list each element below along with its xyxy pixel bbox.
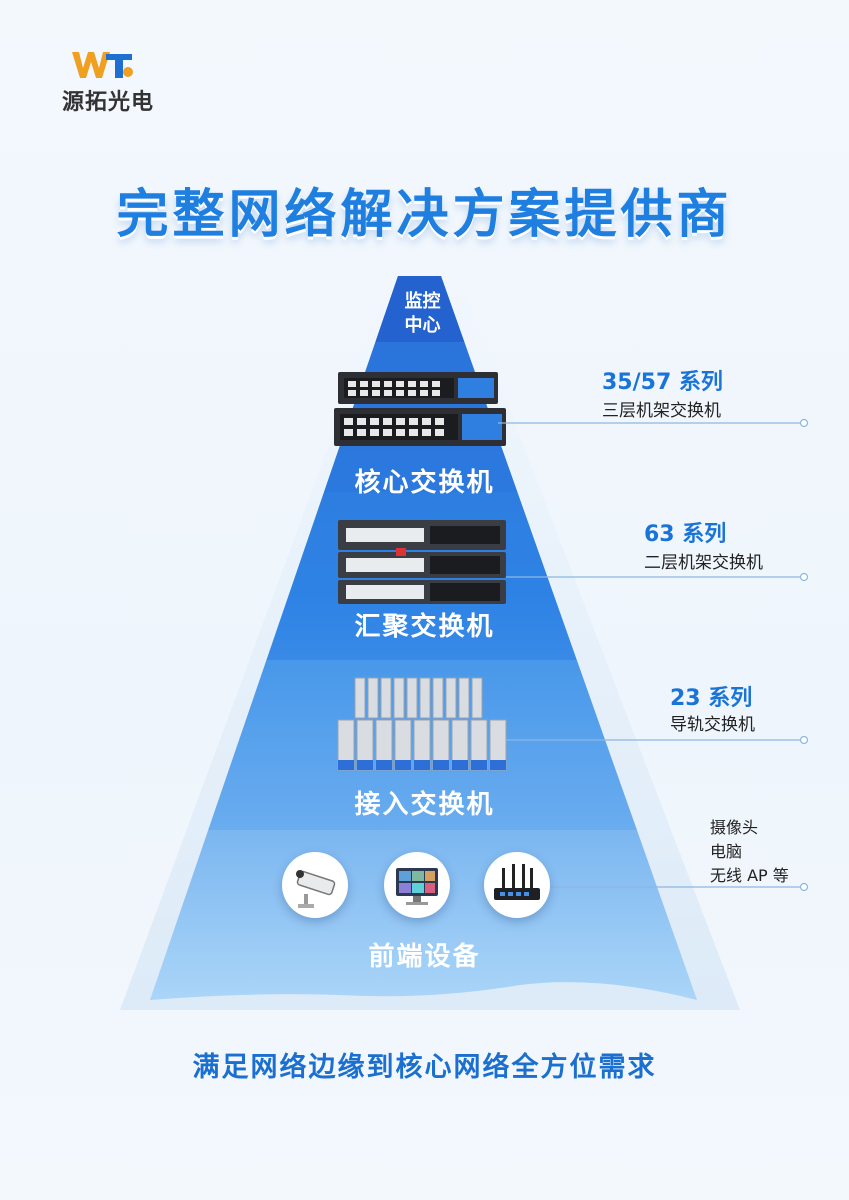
tier-label-aggregation: 汇聚交换机 xyxy=(354,612,495,642)
access-series-title: 23 系列 xyxy=(670,686,753,711)
access-series-subtitle: 导轨交换机 xyxy=(670,715,755,735)
device-line-computer: 电脑 xyxy=(710,842,743,861)
brand-logo: 源拓光电 xyxy=(62,48,162,118)
tier-label-access: 接入交换机 xyxy=(354,790,495,820)
brand-logo-mark xyxy=(72,52,133,78)
monitor-icon xyxy=(384,852,450,918)
core-series-subtitle: 三层机架交换机 xyxy=(602,401,721,421)
brand-name: 源拓光电 xyxy=(62,90,155,115)
surveillance-camera-icon xyxy=(282,852,348,918)
apex-label-line2: 中心 xyxy=(404,315,441,336)
apex-label-line1: 监控 xyxy=(404,291,441,312)
wireless-router-icon xyxy=(484,852,550,918)
tier-label-frontend: 前端设备 xyxy=(368,942,481,972)
core-switch-stack xyxy=(334,372,506,446)
pyramid-body xyxy=(150,276,697,1000)
aggregation-switch-stack xyxy=(338,520,506,604)
footer-tagline: 满足网络边缘到核心网络全方位需求 xyxy=(192,1052,657,1083)
device-line-ap: 无线 AP 等 xyxy=(710,866,789,885)
device-line-camera: 摄像头 xyxy=(710,818,759,837)
aggregation-series-title: 63 系列 xyxy=(644,522,727,547)
core-series-title: 35/57 系列 xyxy=(602,370,723,395)
access-switch-array xyxy=(337,677,507,771)
aggregation-series-subtitle: 二层机架交换机 xyxy=(644,553,763,573)
tier-label-core: 核心交换机 xyxy=(354,468,495,498)
page-title: 完整网络解决方案提供商 xyxy=(116,185,733,245)
